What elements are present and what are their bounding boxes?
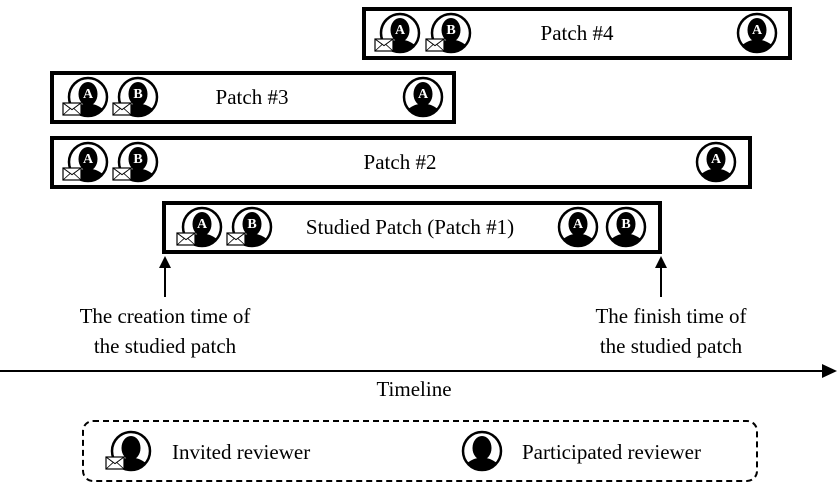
participated-reviewer-b-icon: B	[605, 206, 647, 248]
legend-invited-reviewer-icon	[105, 430, 152, 472]
participated-reviewer-a-icon: A	[736, 12, 778, 54]
patch-2-box	[50, 136, 752, 189]
finish-time-line1: The finish time of	[595, 304, 746, 328]
invited-reviewer-a-icon: A	[176, 206, 223, 248]
invited-reviewer-a-icon: A	[374, 12, 421, 54]
creation-time-line1: The creation time of	[80, 304, 251, 328]
participated-reviewer-a-icon: A	[695, 141, 737, 183]
creation-time-marker: The creation time of the studied patch	[80, 256, 251, 358]
svg-text:A: A	[83, 152, 94, 167]
svg-text:A: A	[711, 152, 722, 167]
creation-arrow-head	[159, 256, 171, 268]
svg-text:A: A	[573, 217, 584, 232]
legend-invited-label: Invited reviewer	[172, 440, 310, 464]
svg-text:A: A	[197, 217, 208, 232]
svg-text:B: B	[133, 152, 142, 167]
svg-text:A: A	[395, 23, 406, 38]
svg-text:A: A	[83, 87, 94, 102]
legend-participated-label: Participated reviewer	[522, 440, 701, 464]
legend-participated-reviewer-icon	[461, 430, 503, 472]
timeline-arrow-head	[822, 364, 837, 378]
patch-4-label: Patch #4	[541, 21, 614, 45]
patch-3-label: Patch #3	[216, 85, 289, 109]
participated-reviewer-a-icon: A	[557, 206, 599, 248]
studied-patch-bar: Studied Patch (Patch #1) A B A B	[162, 201, 662, 254]
participated-reviewer-a-icon: A	[402, 76, 444, 118]
timeline-label: Timeline	[376, 377, 451, 401]
patch-2-bar: Patch #2 A B A	[50, 136, 752, 189]
svg-text:B: B	[247, 217, 256, 232]
invited-reviewer-a-icon: A	[62, 76, 109, 118]
legend: Invited reviewer Participated reviewer	[82, 420, 758, 482]
creation-time-line2: the studied patch	[94, 334, 237, 358]
patch-3-bar: Patch #3 A B A	[50, 71, 456, 124]
finish-time-marker: The finish time of the studied patch	[595, 256, 747, 358]
svg-text:A: A	[418, 87, 429, 102]
legend-box	[82, 420, 758, 482]
invited-reviewer-b-icon: B	[112, 141, 159, 183]
timeline-axis: Timeline	[0, 364, 837, 401]
svg-text:B: B	[621, 217, 630, 232]
patch-4-bar: Patch #4 A B A	[362, 7, 792, 60]
svg-text:A: A	[752, 23, 763, 38]
studied-patch-label: Studied Patch (Patch #1)	[306, 215, 514, 239]
svg-text:B: B	[446, 23, 455, 38]
invited-reviewer-b-icon: B	[425, 12, 472, 54]
finish-arrow-head	[655, 256, 667, 268]
invited-reviewer-b-icon: B	[112, 76, 159, 118]
finish-time-line2: the studied patch	[600, 334, 743, 358]
invited-reviewer-b-icon: B	[226, 206, 273, 248]
invited-reviewer-a-icon: A	[62, 141, 109, 183]
svg-text:B: B	[133, 87, 142, 102]
patch-2-label: Patch #2	[364, 150, 437, 174]
